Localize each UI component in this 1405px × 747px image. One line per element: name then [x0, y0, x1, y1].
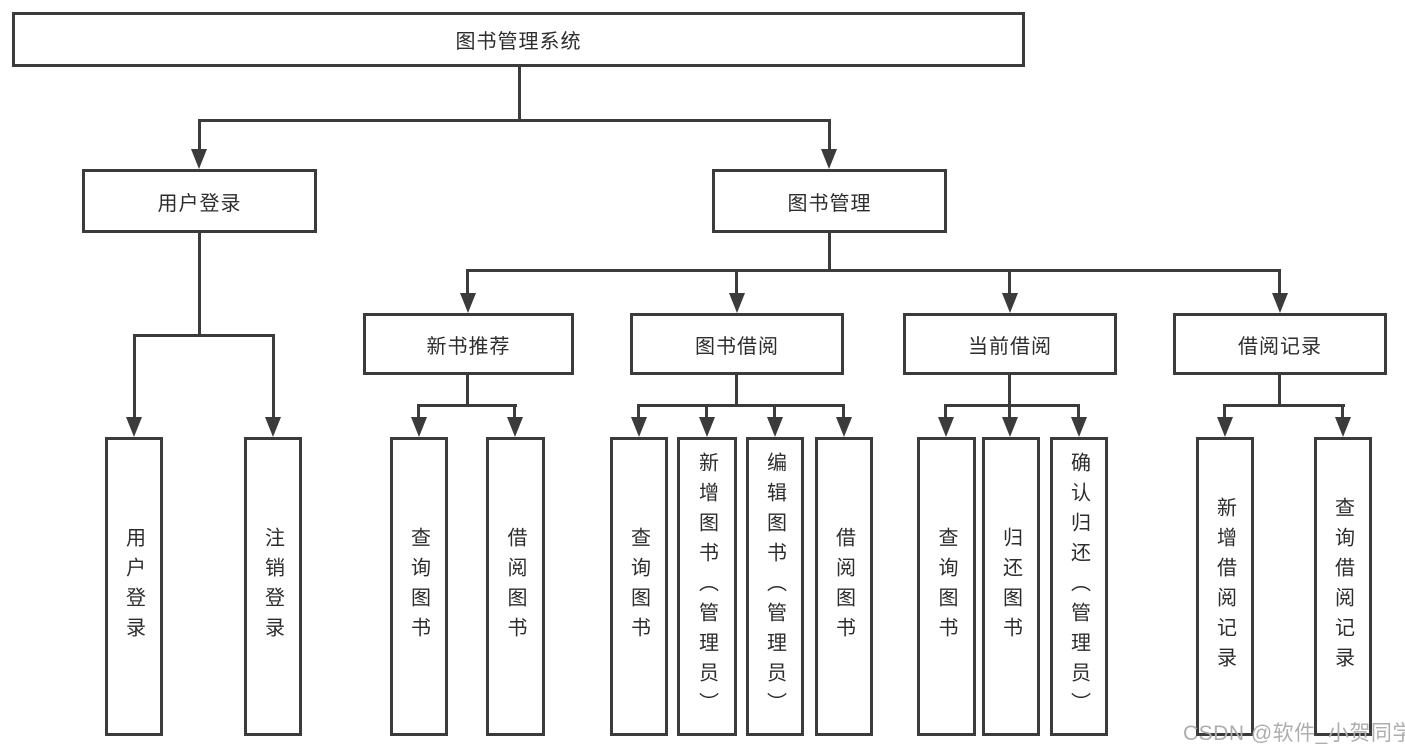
arrow-down-icon	[265, 417, 281, 437]
connector-drop	[1008, 404, 1011, 420]
leaf-query-book-borrow: 查询图书	[610, 437, 668, 736]
leaf-label: 查询图书	[407, 526, 430, 647]
arrow-down-icon	[411, 417, 427, 437]
node-book-borrow: 图书借阅	[630, 313, 844, 375]
arrow-down-icon	[126, 417, 142, 437]
leaf-label: 借阅图书	[504, 526, 526, 647]
arrow-down-icon	[460, 293, 476, 313]
connector-drop	[417, 404, 420, 420]
connector-level3-bar	[466, 269, 1281, 272]
node-book-management-label: 图书管理	[787, 192, 872, 215]
connector-book-management-stem	[828, 233, 831, 272]
leaf-logout: 注销登录	[244, 437, 302, 736]
leaf-borrow-book-recommend: 借阅图书	[486, 437, 545, 736]
connector-borrow-records-bar	[1223, 404, 1345, 407]
leaf-query-book-recommend: 查询图书	[390, 437, 448, 736]
arrow-down-icon	[1217, 417, 1233, 437]
arrow-down-icon	[729, 293, 745, 313]
node-root: 图书管理系统	[12, 12, 1025, 67]
node-borrow-records: 借阅记录	[1173, 313, 1387, 375]
connector-drop-book-management	[828, 119, 831, 152]
connector-root-stem	[518, 67, 521, 121]
connector-drop	[1341, 404, 1344, 420]
arrow-down-icon	[699, 417, 715, 437]
leaf-confirm-return-admin: 确认归还（管理员）	[1050, 437, 1108, 736]
connector-drop	[1223, 404, 1226, 420]
leaf-label: 用户登录	[122, 526, 145, 647]
node-current-borrow-label: 当前借阅	[968, 335, 1052, 358]
arrow-down-icon	[767, 417, 783, 437]
connector-drop	[944, 404, 947, 420]
leaf-label: 注销登录	[261, 526, 284, 647]
arrow-down-icon	[1071, 417, 1087, 437]
node-user-login-label: 用户登录	[157, 192, 242, 215]
connector-level2-bar	[198, 119, 831, 122]
leaf-label: 借阅图书	[832, 526, 855, 647]
arrow-down-icon	[938, 417, 954, 437]
leaf-label: 查询图书	[935, 526, 957, 647]
connector-user-login-bar	[133, 334, 275, 337]
connector-drop	[1077, 404, 1080, 420]
connector-drop	[773, 404, 776, 420]
arrow-down-icon	[1002, 293, 1018, 313]
connector-drop-borrow-records	[1278, 269, 1281, 296]
arrow-down-icon	[507, 417, 523, 437]
arrow-down-icon	[821, 149, 837, 169]
connector-current-borrow-stem	[1008, 375, 1011, 407]
leaf-label: 查询借阅记录	[1331, 496, 1354, 677]
connector-drop-login-leaf	[133, 334, 136, 420]
leaf-borrow-book: 借阅图书	[815, 437, 873, 736]
leaf-label: 新增图书（管理员）	[695, 451, 718, 722]
node-new-book-recommend: 新书推荐	[363, 313, 574, 375]
leaf-add-book-admin: 新增图书（管理员）	[677, 437, 737, 736]
leaf-edit-book-admin: 编辑图书（管理员）	[746, 437, 804, 736]
arrow-down-icon	[1335, 417, 1351, 437]
node-borrow-records-label: 借阅记录	[1238, 335, 1322, 358]
arrow-down-icon	[1272, 293, 1288, 313]
node-book-borrow-label: 图书借阅	[695, 335, 779, 358]
leaf-label: 查询图书	[627, 526, 650, 647]
leaf-label: 编辑图书（管理员）	[763, 451, 786, 722]
arrow-down-icon	[836, 417, 852, 437]
connector-drop-current-borrow	[1008, 269, 1011, 296]
node-root-label: 图书管理系统	[455, 31, 582, 53]
arrow-down-icon	[191, 149, 207, 169]
connector-book-borrow-bar	[637, 404, 845, 407]
connector-borrow-records-stem	[1278, 375, 1281, 407]
connector-drop-logout-leaf	[272, 334, 275, 420]
leaf-query-borrow-record: 查询借阅记录	[1314, 437, 1372, 736]
connector-drop	[842, 404, 845, 420]
connector-user-login-stem	[198, 233, 201, 337]
node-user-login: 用户登录	[82, 169, 317, 233]
leaf-return-book: 归还图书	[982, 437, 1040, 736]
connector-drop	[637, 404, 640, 420]
connector-drop	[513, 404, 516, 420]
node-book-management: 图书管理	[712, 169, 947, 233]
connector-drop-user-login	[198, 119, 201, 152]
leaf-label: 归还图书	[999, 526, 1022, 647]
connector-new-books-bar	[417, 404, 517, 407]
connector-drop	[705, 404, 708, 420]
node-new-book-recommend-label: 新书推荐	[426, 335, 511, 358]
connector-drop-book-borrow	[735, 269, 738, 296]
leaf-label: 新增借阅记录	[1213, 496, 1236, 677]
node-current-borrow: 当前借阅	[903, 313, 1117, 375]
leaf-query-current-borrow: 查询图书	[917, 437, 976, 736]
connector-current-borrow-bar	[944, 404, 1080, 407]
arrow-down-icon	[631, 417, 647, 437]
leaf-add-borrow-record: 新增借阅记录	[1196, 437, 1254, 736]
connector-new-books-stem	[466, 375, 469, 407]
leaf-user-login: 用户登录	[105, 437, 163, 736]
arrow-down-icon	[1002, 417, 1018, 437]
leaf-label: 确认归还（管理员）	[1067, 451, 1090, 722]
connector-book-borrow-stem	[735, 375, 738, 407]
csdn-watermark: CSDN @软件_小贺同学	[1183, 722, 1405, 745]
connector-drop-new-books	[466, 269, 469, 296]
